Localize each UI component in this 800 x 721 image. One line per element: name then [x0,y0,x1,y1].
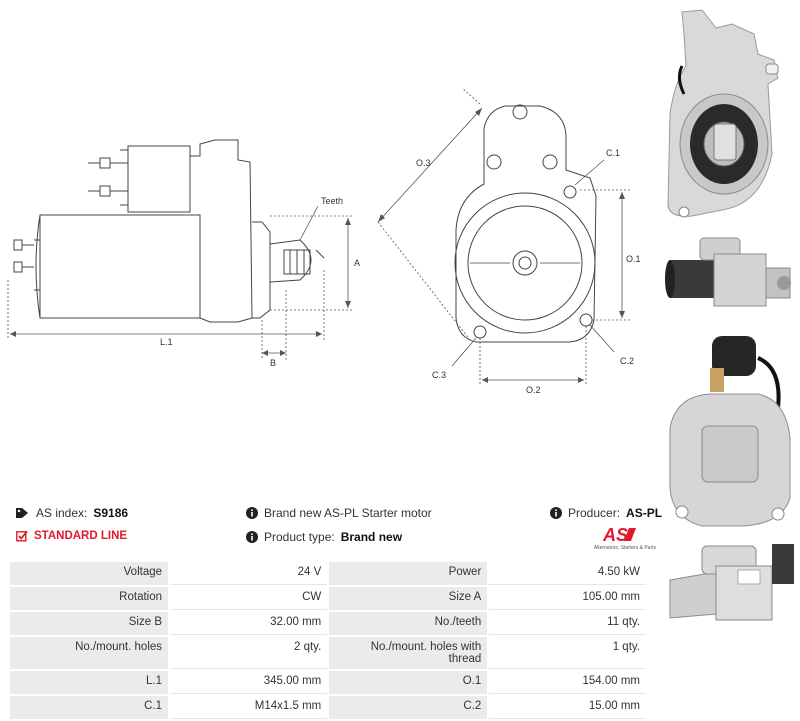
spec-value: M14x1.5 mm [170,696,328,719]
spec-label: C.1 [10,696,169,719]
label-teeth: Teeth [321,196,343,206]
spec-value: 2 qty. [170,637,328,669]
spec-label: No./mount. holes [10,637,169,669]
product-photo-rear [669,336,791,527]
side-view-drawing [13,139,325,323]
info-icon [246,507,258,519]
spec-label: No./mount. holes with thread [329,637,488,669]
spec-value: 345.00 mm [170,671,328,694]
spec-label: Power [329,562,488,585]
standard-line-badge: STANDARD LINE [16,530,127,542]
side-view-dimensions [7,205,352,360]
product-photos [662,0,800,720]
front-view-arrows [378,108,625,383]
spec-label: L.1 [10,671,169,694]
technical-drawings: Teeth A L.1 B O [7,87,641,395]
product-type-label: Product type: [264,530,335,544]
label-c2: C.2 [620,356,634,366]
info-icon [550,507,562,519]
product-photo-side [665,237,791,307]
spec-label: Size B [10,612,169,635]
label-c3: C.3 [432,370,446,380]
spec-label: C.2 [329,696,488,719]
product-description: Brand new AS-PL Starter motor [246,506,432,520]
spec-value: 11 qty. [489,612,646,635]
spec-value: 105.00 mm [489,587,646,610]
spec-label: Rotation [10,587,169,610]
spec-label: No./teeth [329,612,488,635]
as-pl-logo: AS Alternators, Starters & Parts [584,524,656,554]
spec-label: Voltage [10,562,169,585]
as-index-value: S9186 [93,506,129,520]
product-photo-angle [669,544,794,621]
tag-icon [16,508,28,518]
standard-line-text: STANDARD LINE [34,530,128,542]
label-c1: C.1 [606,148,620,158]
spec-value: 15.00 mm [489,696,646,719]
info-icon [246,531,258,543]
spec-label: O.1 [329,671,488,694]
logo-tagline: Alternators, Starters & Parts [593,545,656,551]
label-size-a: A [354,258,360,268]
spec-value: 32.00 mm [170,612,328,635]
logo-text: AS [602,525,628,544]
label-o2: O.2 [526,385,541,395]
label-o3: O.3 [416,158,431,168]
spec-label: Size A [329,587,488,610]
product-type: Product type: Brand new [246,530,402,544]
product-photo-front [667,9,779,218]
as-index-label: AS index: [36,506,88,520]
description-text: Brand new AS-PL Starter motor [264,506,432,520]
side-view-arrows [10,218,351,356]
spec-value: 4.50 kW [489,562,646,585]
front-view-drawing [454,104,597,343]
label-size-b: B [270,358,276,368]
as-pl-logo-mark: AS [602,525,636,545]
spec-value: 1 qty. [489,637,646,669]
checkbox-check-icon [16,530,28,542]
spec-value: CW [170,587,328,610]
producer-label: Producer: [568,506,621,520]
spec-value: 24 V [170,562,328,585]
label-l1: L.1 [160,337,173,347]
product-info: AS index: S9186 Brand new AS-PL Starter … [0,500,662,560]
front-view-dimensions [377,87,630,386]
spec-value: 154.00 mm [489,671,646,694]
as-index: AS index: S9186 [16,506,128,520]
label-o1: O.1 [626,254,641,264]
producer-value: AS-PL [626,506,663,520]
producer: Producer: AS-PL [550,506,662,520]
product-type-value: Brand new [340,530,403,544]
